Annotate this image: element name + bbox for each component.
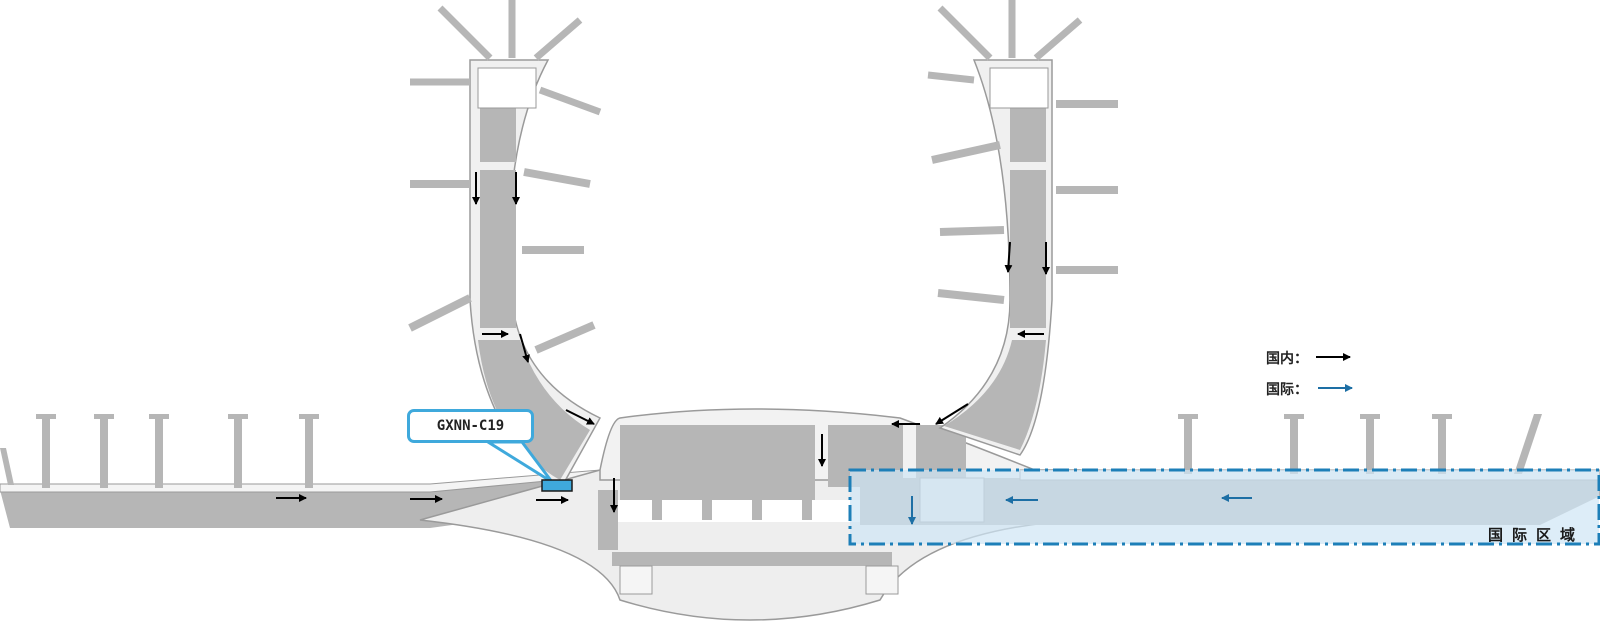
legend-international: 国际： <box>1266 379 1308 399</box>
international-zone <box>848 468 1600 546</box>
domestic-flow-arrows <box>276 172 1050 513</box>
legend-domestic: 国内： <box>1266 348 1308 368</box>
gate-callout[interactable]: GXNN-C19 <box>407 409 534 443</box>
gate-marker[interactable] <box>541 479 573 492</box>
international-zone-label: 国际区域 <box>1488 526 1585 544</box>
legend-domestic-label: 国内： <box>1266 351 1308 367</box>
international-flow-arrows <box>908 494 1252 525</box>
right-pier <box>927 0 1118 456</box>
gate-label: GXNN-C19 <box>436 418 505 434</box>
left-pier <box>408 0 602 492</box>
legend-international-label: 国际： <box>1266 382 1308 398</box>
